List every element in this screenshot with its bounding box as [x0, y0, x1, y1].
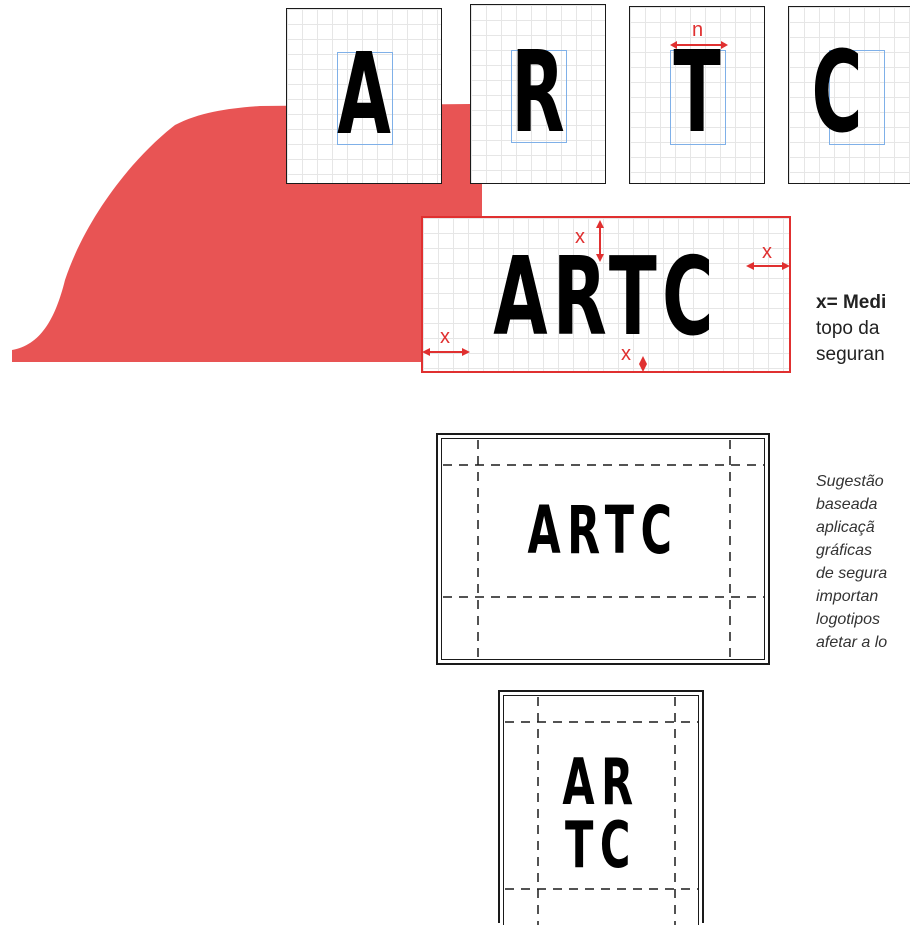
- stacked-logo-line-2: TC: [535, 813, 666, 879]
- caption-line: topo da: [816, 316, 886, 342]
- note-line: afetar a lo: [816, 631, 887, 654]
- note-line: aplicaçã: [816, 516, 887, 539]
- clearspace-caption: x= Medi topo da seguran: [816, 290, 886, 368]
- note-line: baseada: [816, 493, 887, 516]
- note-line: Sugestão: [816, 470, 887, 493]
- horizontal-logo-frame: ARTC: [436, 433, 770, 665]
- note-line: logotipos: [816, 608, 887, 631]
- caption-x-label: x= Medi: [816, 292, 886, 313]
- x-marker-top: x: [575, 226, 585, 249]
- note-line: de segura: [816, 562, 887, 585]
- caption-line: seguran: [816, 342, 886, 368]
- note-line: importan: [816, 585, 887, 608]
- x-marker-bottom: x: [621, 343, 631, 366]
- stacked-logo-frame: AR TC: [498, 690, 704, 923]
- suggestion-note: Sugestão baseada aplicaçã gráficas de se…: [816, 470, 887, 654]
- x-marker-right: x: [762, 241, 772, 264]
- horizontal-logo: ARTC: [496, 495, 711, 567]
- stacked-logo-line-1: AR: [535, 750, 666, 816]
- x-marker-left: x: [440, 326, 450, 349]
- caption-line: x= Medi: [816, 290, 886, 316]
- note-line: gráficas: [816, 539, 887, 562]
